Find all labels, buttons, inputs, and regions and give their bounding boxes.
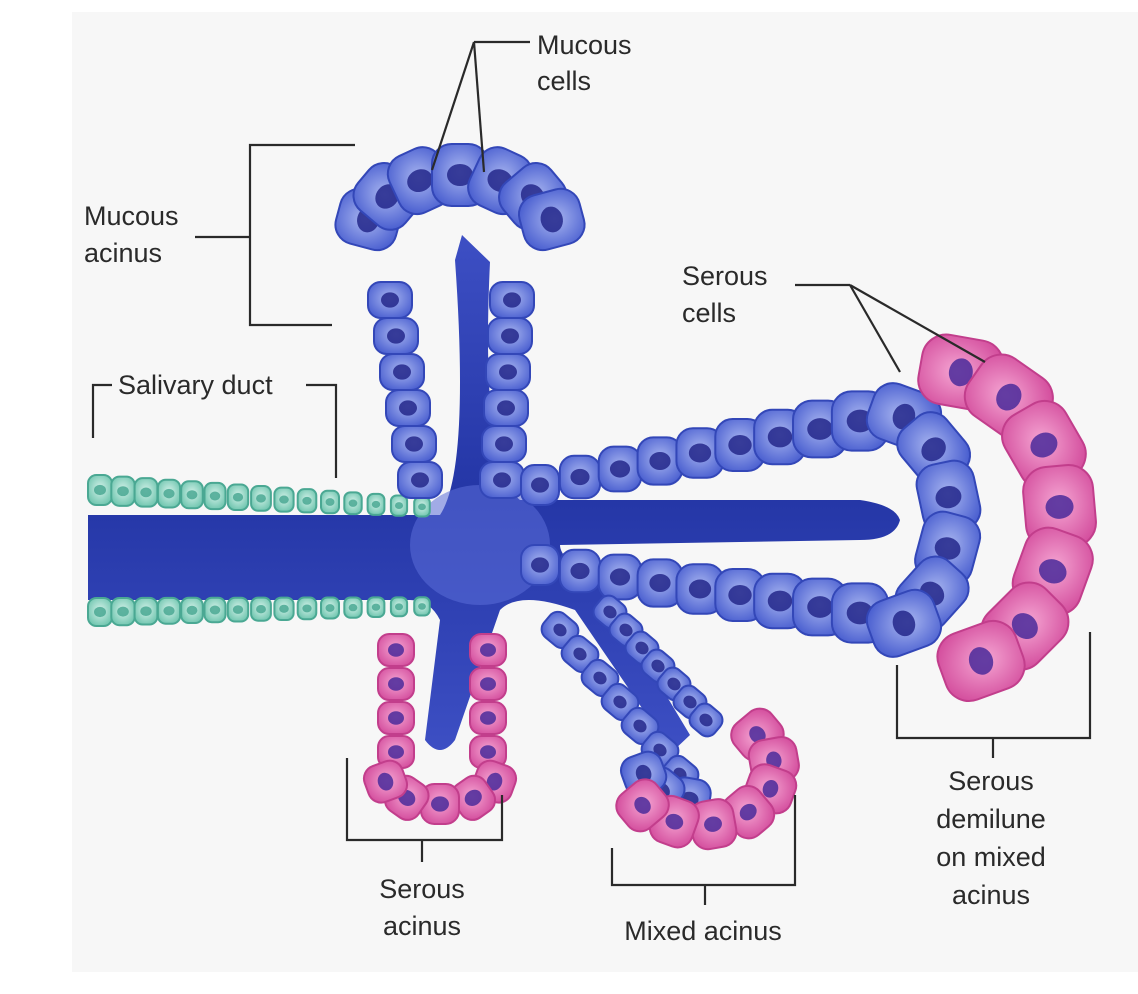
mucous-cell	[489, 281, 535, 319]
mucous-cell	[714, 568, 766, 622]
duct-cell	[133, 596, 159, 626]
mucous-cell	[792, 577, 848, 637]
label-serous-demilune-1: Serous	[948, 766, 1034, 796]
duct-cell	[320, 489, 340, 515]
mucous-cell	[485, 353, 531, 391]
duct-cell	[413, 496, 431, 518]
mucous-cell	[520, 464, 560, 506]
duct-cell	[87, 597, 113, 627]
label-serous-cells-1: Serous	[682, 261, 768, 291]
duct-cell	[110, 475, 136, 507]
serous-cell	[615, 778, 670, 833]
duct-cell	[226, 483, 250, 511]
duct-cell	[156, 478, 182, 509]
duct-cell	[343, 596, 363, 619]
mucous-cell	[597, 445, 643, 493]
serous-cell	[450, 774, 497, 821]
mucous-cell	[373, 317, 419, 355]
duct-cell	[87, 474, 113, 506]
serous-cell	[688, 798, 738, 851]
mucous-cell	[865, 588, 943, 658]
duct-cell	[250, 485, 272, 512]
label-serous-acinus-1: Serous	[379, 874, 465, 904]
salivary-duct-cells	[87, 474, 431, 627]
duct-cell	[133, 477, 159, 508]
duct-cell	[180, 596, 204, 625]
mucous-cell	[636, 436, 684, 486]
duct-cell	[389, 494, 409, 517]
mucous-cell	[367, 281, 413, 319]
label-salivary-duct: Salivary duct	[118, 370, 273, 400]
mixed-acinus	[540, 594, 800, 851]
serous-cell	[377, 667, 415, 701]
duct-cell	[250, 596, 272, 622]
duct-cell	[413, 596, 431, 617]
duct-cell	[296, 488, 318, 514]
duct-cell	[203, 481, 227, 511]
duct-cell	[343, 491, 363, 516]
duct-cell	[366, 492, 386, 516]
mucous-cell	[558, 454, 602, 500]
mucous-cell	[558, 548, 602, 594]
mucous-cell	[487, 317, 533, 355]
label-serous-acinus-2: acinus	[383, 911, 461, 941]
serous-cell	[362, 759, 409, 804]
duct-cell	[226, 596, 250, 623]
mucous-cell	[385, 389, 431, 427]
label-mixed-acinus: Mixed acinus	[624, 916, 782, 946]
mucous-acinus	[334, 143, 586, 499]
serous-demilune	[917, 333, 1097, 702]
mucous-cell	[560, 634, 600, 674]
mucous-cell	[379, 353, 425, 391]
duct-cell	[296, 596, 318, 621]
duct-cell	[320, 596, 340, 620]
leader-lines	[91, 40, 1092, 905]
serous-cell	[469, 701, 507, 735]
right-branch-mucous-cells	[520, 382, 982, 658]
mucous-cell	[397, 461, 443, 499]
serous-acinus	[362, 633, 518, 825]
duct-cell	[110, 596, 136, 627]
mucous-cell	[517, 187, 586, 252]
duct-cell	[203, 596, 227, 624]
mucous-cell	[520, 544, 560, 586]
duct-cell	[273, 486, 295, 513]
label-mucous-cells-2: cells	[537, 66, 591, 96]
mucous-cell	[391, 425, 437, 463]
mucous-cell	[479, 461, 525, 499]
label-mucous-acinus-2: acinus	[84, 238, 162, 268]
serous-cell	[420, 783, 460, 825]
mucous-cell	[688, 702, 724, 738]
mucous-cell	[597, 553, 643, 601]
serous-cell	[936, 619, 1026, 702]
mucous-cell	[481, 425, 527, 463]
serous-cell	[469, 667, 507, 701]
label-serous-demilune-3: on mixed	[936, 842, 1046, 872]
mucous-cell	[483, 389, 529, 427]
serous-cell	[377, 633, 415, 667]
label-serous-demilune-4: acinus	[952, 880, 1030, 910]
duct-cell	[156, 596, 182, 625]
label-serous-demilune-2: demilune	[936, 804, 1046, 834]
label-serous-cells-2: cells	[682, 298, 736, 328]
label-mucous-cells-1: Mucous	[537, 30, 632, 60]
serous-cell	[469, 633, 507, 667]
label-mucous-acinus-1: Mucous	[84, 201, 179, 231]
duct-cell	[180, 480, 204, 510]
labels: Mucous cells Mucous acinus Salivary duct…	[84, 30, 1046, 946]
duct-cell	[366, 596, 386, 619]
duct-cell	[389, 596, 409, 618]
serous-cell	[377, 701, 415, 735]
duct-cell	[273, 596, 295, 621]
